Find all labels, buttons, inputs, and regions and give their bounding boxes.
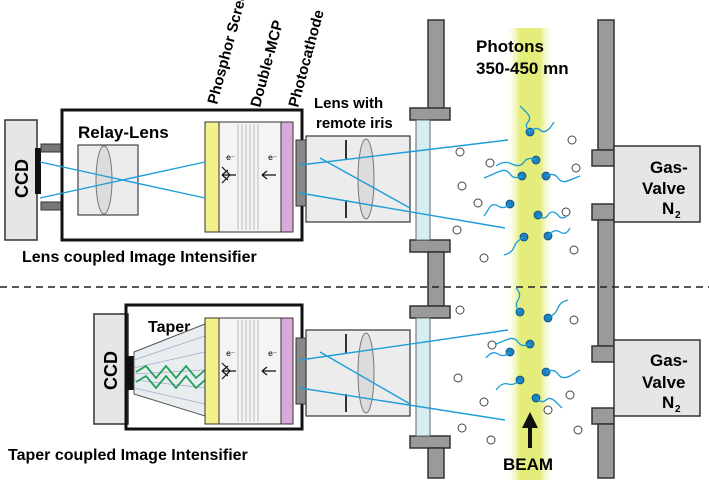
gas-valve-bottom-n2-sub: 2 xyxy=(675,404,681,415)
ccd-top-label: CCD xyxy=(12,159,32,198)
electron-label-top-1: e⁻ xyxy=(226,153,235,162)
lens-with-label: Lens with xyxy=(314,95,383,112)
relay-lens-element xyxy=(95,145,113,215)
photons-label: Photons xyxy=(476,37,544,56)
beam-arrow-head xyxy=(522,412,538,428)
electron-arrows-bottom xyxy=(221,362,236,380)
window-bottom xyxy=(415,317,431,437)
taper-coupled-label: Taper coupled Image Intensifier xyxy=(8,447,248,464)
photocathode-top xyxy=(280,121,294,233)
electron-arrows-top xyxy=(221,166,236,184)
mcp-channels-top xyxy=(237,124,259,230)
ccd-top-mount-lower xyxy=(40,201,64,211)
gas-molecules xyxy=(452,135,583,445)
electron-label-top-2: e⁻ xyxy=(268,153,277,162)
phosphor-screen-label: Phosphor Screen xyxy=(204,0,253,106)
ccd-top-sensor xyxy=(35,148,41,194)
remote-iris-label: remote iris xyxy=(316,115,393,132)
gas-valve-top-n2-sub: 2 xyxy=(675,210,681,221)
window-top xyxy=(415,119,431,241)
mcp-channels-bottom xyxy=(237,320,259,422)
electron-label-bottom-1: e⁻ xyxy=(226,349,235,358)
right-wall xyxy=(591,19,615,479)
ccd-top-box xyxy=(4,119,38,241)
gas-valve-top-n2: N xyxy=(662,199,674,218)
iris-lens-element-bottom xyxy=(357,332,375,414)
electron-label-bottom-2: e⁻ xyxy=(268,349,277,358)
beam-column xyxy=(505,28,555,480)
double-mcp-label: Double-MCP xyxy=(247,19,287,110)
iris-lens-element-top xyxy=(357,138,375,220)
gas-valve-bottom-label-1: Gas- xyxy=(650,351,688,370)
gas-valve-bottom-n2: N xyxy=(662,393,674,412)
taper-zigzag-2 xyxy=(135,374,206,390)
taper-label: Taper xyxy=(148,319,190,336)
relay-lens-label: Relay-Lens xyxy=(78,123,169,142)
phosphor-screen-bottom xyxy=(204,317,220,425)
ccd-bottom-label: CCD xyxy=(101,351,121,390)
left-wall xyxy=(409,19,451,479)
beam-label: BEAM xyxy=(503,455,553,474)
phosphor-screen-top xyxy=(204,121,220,233)
gas-valve-bottom-label-2: Valve xyxy=(642,373,686,392)
ccd-top-mount-upper xyxy=(40,143,64,153)
ccd-bottom-sensor xyxy=(126,356,134,390)
photon-paths xyxy=(483,105,581,409)
electron-arrow-bottom xyxy=(261,366,276,376)
taper-zigzag-1 xyxy=(135,364,206,380)
light-rays-top xyxy=(39,139,509,229)
photocathode-label: Photocathode xyxy=(285,8,327,109)
photons-range-label: 350-450 mn xyxy=(476,59,569,78)
ccd-bottom-box xyxy=(93,313,129,425)
lens-coupled-label: Lens coupled Image Intensifier xyxy=(22,249,257,266)
gas-valve-top-label-2: Valve xyxy=(642,179,686,198)
photocathode-bottom xyxy=(280,317,294,425)
gas-valve-top-label-1: Gas- xyxy=(650,158,688,177)
light-rays-bottom xyxy=(299,329,509,421)
gas-valve-bottom xyxy=(613,339,701,417)
electron-arrow-top xyxy=(261,170,276,180)
gas-valve-top xyxy=(613,145,701,223)
